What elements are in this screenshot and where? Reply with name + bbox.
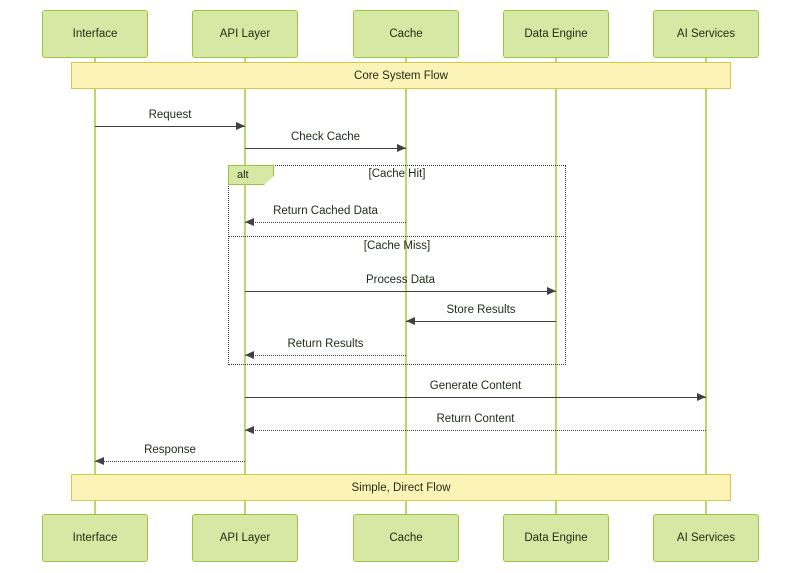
message-line-return-content (245, 430, 706, 431)
alt-fragment-tab[interactable]: alt (228, 165, 274, 185)
lifeline-cache (405, 58, 407, 514)
participant-bottom-dataengine[interactable]: Data Engine (503, 514, 609, 562)
message-line-check-cache (245, 148, 406, 149)
message-line-generate-content (245, 397, 706, 398)
participant-label: Cache (389, 27, 423, 40)
message-arrowhead-process-data (547, 287, 556, 295)
message-label-response: Response (144, 444, 196, 456)
flow-bar-core-system-flow: Core System Flow (71, 62, 731, 89)
message-arrowhead-request (236, 122, 245, 130)
participant-top-dataengine[interactable]: Data Engine (503, 10, 609, 58)
message-arrowhead-return-results (245, 351, 254, 359)
lifeline-interface (94, 58, 96, 514)
message-arrowhead-check-cache (397, 144, 406, 152)
message-label-check-cache: Check Cache (290, 131, 361, 143)
alt-condition-0: [Cache Hit] (368, 168, 426, 180)
message-line-store-results (406, 321, 556, 322)
participant-bottom-ai[interactable]: AI Services (653, 514, 759, 562)
participant-label: Interface (72, 531, 118, 544)
participant-bottom-api[interactable]: API Layer (192, 514, 298, 562)
participant-label: Cache (389, 531, 423, 544)
message-arrowhead-store-results (406, 317, 415, 325)
participant-label: AI Services (676, 531, 736, 544)
message-label-return-results: Return Results (287, 338, 364, 350)
participant-label: AI Services (676, 27, 736, 40)
message-label-request: Request (148, 109, 192, 121)
message-line-process-data (245, 291, 556, 292)
lifeline-api (244, 58, 246, 514)
participant-label: Data Engine (524, 27, 588, 40)
participant-bottom-cache[interactable]: Cache (353, 514, 459, 562)
message-line-request (95, 126, 245, 127)
message-arrowhead-response (95, 457, 104, 465)
flow-bar-simple-direct-flow: Simple, Direct Flow (71, 474, 731, 501)
message-arrowhead-generate-content (697, 393, 706, 401)
participant-top-api[interactable]: API Layer (192, 10, 298, 58)
participant-label: API Layer (219, 27, 271, 40)
participant-bottom-interface[interactable]: Interface (42, 514, 148, 562)
message-arrowhead-return-content (245, 426, 254, 434)
alt-fragment-divider (228, 236, 566, 237)
message-label-store-results: Store Results (446, 304, 516, 316)
lifeline-dataengine (555, 58, 557, 514)
participant-top-cache[interactable]: Cache (353, 10, 459, 58)
message-label-generate-content: Generate Content (429, 380, 522, 392)
participant-label: Data Engine (524, 531, 588, 544)
flow-bar-label: Simple, Direct Flow (351, 481, 451, 494)
participant-top-interface[interactable]: Interface (42, 10, 148, 58)
alt-fragment-frame (228, 165, 566, 365)
participant-label: Interface (72, 27, 118, 40)
message-arrowhead-return-cached-data (245, 218, 254, 226)
message-label-process-data: Process Data (365, 274, 436, 286)
participant-label: API Layer (219, 531, 271, 544)
message-line-return-cached-data (245, 222, 406, 223)
participant-top-ai[interactable]: AI Services (653, 10, 759, 58)
message-line-response (95, 461, 245, 462)
flow-bar-label: Core System Flow (354, 69, 448, 82)
alt-fragment-tab-label: alt (237, 169, 249, 181)
lifeline-ai (705, 58, 707, 514)
message-line-return-results (245, 355, 406, 356)
message-label-return-content: Return Content (436, 413, 515, 425)
message-label-return-cached-data: Return Cached Data (273, 205, 378, 217)
alt-condition-1: [Cache Miss] (363, 240, 431, 252)
